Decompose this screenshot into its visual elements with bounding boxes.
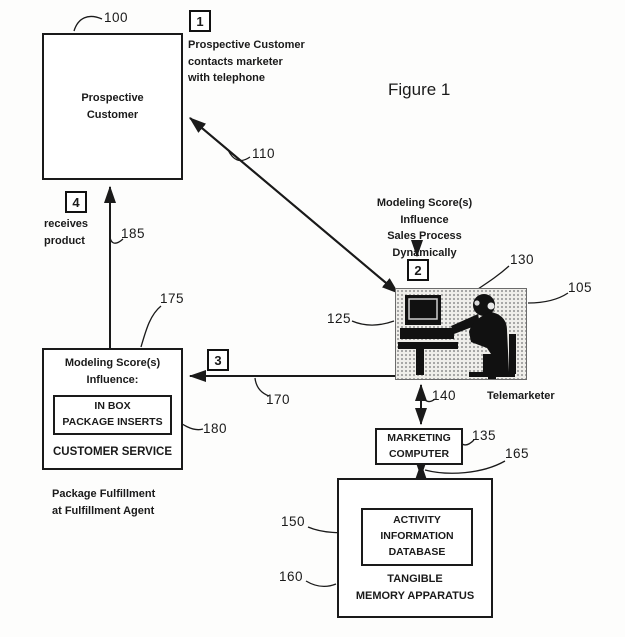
step-badge-1: 1 [189,10,211,32]
ref-label-130: 130 [510,252,535,267]
inner-box-activity-database: ACTIVITY INFORMATION DATABASE [361,508,473,566]
note-package-fulfillment: Package Fulfillment at Fulfillment Agent [52,488,156,517]
keyboard-icon [400,328,454,339]
leader-160 [305,580,337,588]
ref-label-105: 105 [568,280,593,295]
person-body-icon [469,312,509,372]
tangible-memory-label: TANGIBLE MEMORY APPARATUS [355,573,475,602]
note-step1: Prospective Customer contacts marketer w… [188,39,305,84]
leader-105 [527,292,569,304]
step-badge-4: 4 [65,191,87,213]
ref-label-175: 175 [160,291,185,306]
modeling-influence-title: Modeling Score(s) Influence: [64,357,161,386]
monitor-screen-icon [408,298,438,320]
leader-125 [351,320,395,326]
chair-base-icon [488,376,496,379]
box-modeling-influence: Modeling Score(s) Influence: IN BOX PACK… [42,348,183,470]
telemarketer-caption: Telemarketer [487,390,555,402]
note-step4: receives product [44,218,89,247]
desk-leg-icon [416,349,424,375]
leader-175 [140,305,162,348]
chair-seat-icon [469,372,515,377]
leader-100 [73,15,103,32]
person-leg-icon [483,354,493,372]
person-head-icon [473,294,495,316]
ref-label-135: 135 [472,428,497,443]
ref-label-170: 170 [266,392,291,407]
activity-database-label: ACTIVITY INFORMATION DATABASE [380,514,454,558]
face-highlight-icon [474,300,480,306]
marketing-computer-label: MARKETING COMPUTER [387,431,451,460]
prospective-customer-label: Prospective Customer [81,92,144,121]
figure-title: Figure 1 [388,80,451,99]
package-inserts-label: IN BOX PACKAGE INSERTS [62,400,163,428]
box-tangible-memory: ACTIVITY INFORMATION DATABASE TANGIBLE M… [337,478,493,618]
ref-label-110: 110 [252,146,276,161]
ref-label-180: 180 [203,421,228,436]
person-arm-icon [451,314,480,334]
inner-box-package-inserts: IN BOX PACKAGE INSERTS [53,395,172,435]
telemarketer-silhouette-icon [398,294,516,379]
chair-back-icon [509,334,516,374]
telemarketer-illustration [395,288,527,380]
desk-icon [398,342,458,349]
step-badge-3: 3 [207,349,229,371]
ref-label-140: 140 [432,388,457,403]
box-prospective-customer: Prospective Customer [42,33,183,180]
ref-label-165: 165 [505,446,530,461]
customer-service-label: CUSTOMER SERVICE [52,445,173,458]
headset-earcup-icon [487,302,495,310]
ref-label-150: 150 [281,514,306,529]
ref-label-100: 100 [104,10,129,25]
ref-label-125: 125 [327,311,352,326]
note-modeling-dynamic: Modeling Score(s) Influence Sales Proces… [376,197,473,259]
leader-110 [227,149,251,162]
ref-label-160: 160 [279,569,304,584]
step-badge-2: 2 [407,259,429,281]
box-marketing-computer: MARKETING COMPUTER [375,428,463,465]
ref-label-185: 185 [121,226,146,241]
